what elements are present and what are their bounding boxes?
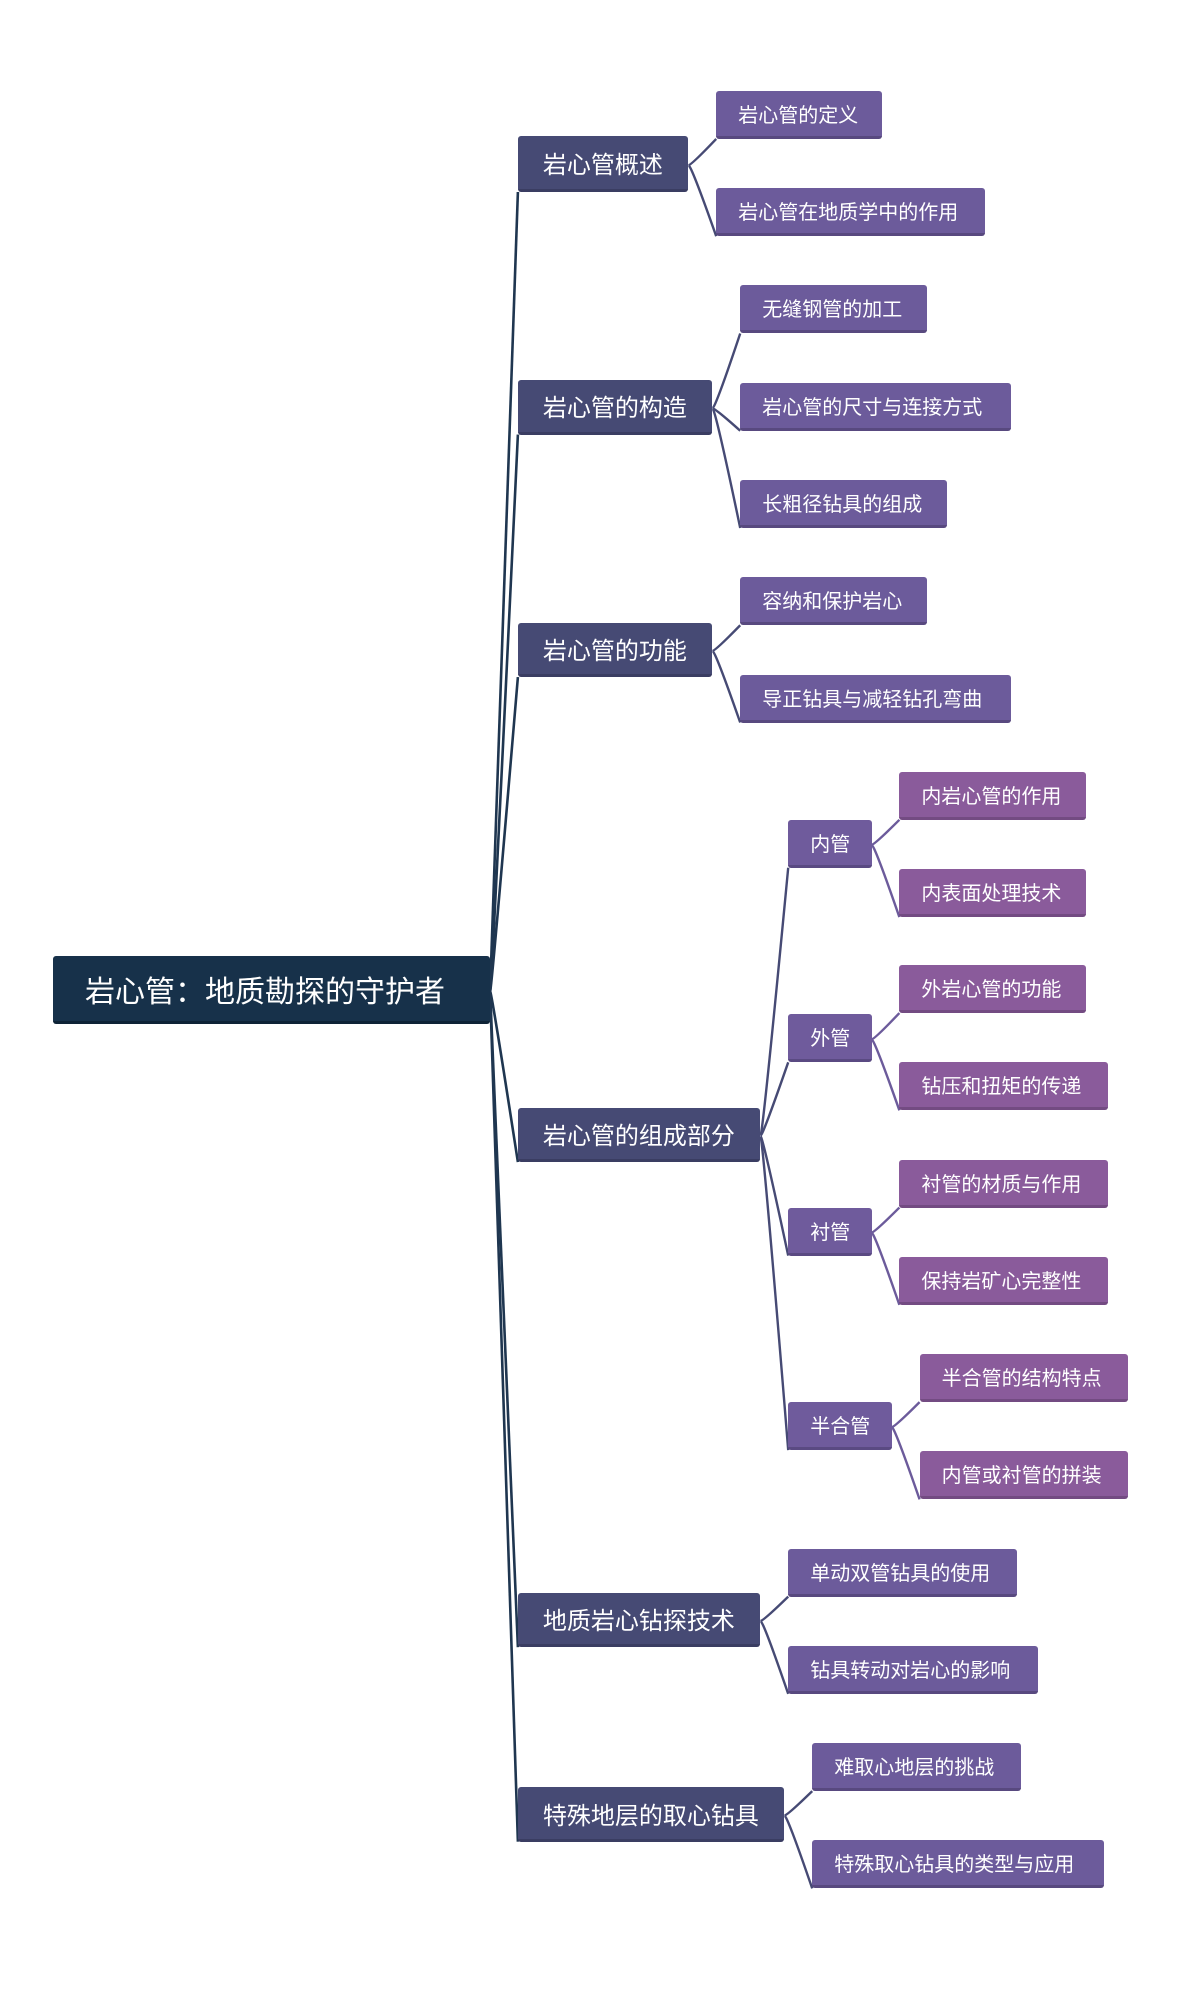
connector-b3c3-b3c3g1	[890, 1425, 921, 1500]
branch-node-structure[interactable]: 岩心管的构造	[517, 380, 713, 435]
branch-node-components[interactable]: 岩心管的组成部分	[517, 1107, 761, 1163]
connector-n-root-b5	[488, 990, 520, 1842]
connector-b3c2-b3c2g0	[871, 1206, 901, 1234]
leaf-node-torque-transfer[interactable]: 钻压和扭矩的传递	[899, 1062, 1108, 1111]
leaf-node-core-integrity[interactable]: 保持岩矿心完整性	[899, 1256, 1108, 1305]
connector-b3c3-b3c3g0	[891, 1401, 921, 1429]
leaf-node-challenges[interactable]: 难取心地层的挑战	[812, 1743, 1021, 1792]
connector-b4-b4c1	[759, 1619, 790, 1695]
sub-node-split-tube[interactable]: 半合管	[788, 1402, 892, 1451]
leaf-node-liner-material[interactable]: 衬管的材质与作用	[899, 1159, 1108, 1208]
connector-b0-b0c0	[687, 138, 718, 167]
connector-b3c0-b3c0g1	[870, 843, 901, 918]
connector-b3-b3c1	[759, 1061, 790, 1138]
leaf-node-double-tube[interactable]: 单动双管钻具的使用	[788, 1548, 1017, 1597]
connector-b3c1-b3c1g0	[871, 1012, 901, 1041]
leaf-node-surface-treatment[interactable]: 内表面处理技术	[899, 869, 1087, 918]
connector-b3c0-b3c0g0	[871, 818, 901, 846]
connector-b1-b1c0	[711, 333, 742, 410]
leaf-node-geology-role[interactable]: 岩心管在地质学中的作用	[716, 188, 986, 237]
leaf-node-assembly[interactable]: 内管或衬管的拼装	[919, 1451, 1128, 1500]
connector-b3c1-b3c1g1	[870, 1038, 901, 1111]
root-node[interactable]: 岩心管：地质勘探的守护者	[53, 956, 491, 1025]
connector-b4-b4c0	[760, 1595, 790, 1623]
connector-b2-b2c1	[711, 649, 742, 723]
connector-b0-b0c1	[687, 164, 718, 237]
connector-b3-b3c2	[759, 1134, 790, 1256]
sub-node-inner-tube[interactable]: 内管	[788, 819, 872, 868]
leaf-node-inner-tube-role[interactable]: 内岩心管的作用	[899, 771, 1087, 820]
branch-node-special-strata[interactable]: 特殊地层的取心钻具	[517, 1787, 785, 1842]
leaf-node-seamless-pipe[interactable]: 无缝钢管的加工	[740, 285, 928, 334]
connector-b3-b3c3	[759, 1134, 790, 1451]
leaf-node-guide-reduce-bend[interactable]: 导正钻具与减轻钻孔弯曲	[740, 674, 1011, 723]
sub-node-outer-tube[interactable]: 外管	[788, 1014, 872, 1063]
branch-node-drilling-tech[interactable]: 地质岩心钻探技术	[517, 1592, 761, 1648]
leaf-node-definition[interactable]: 岩心管的定义	[716, 90, 882, 139]
connector-b2-b2c0	[711, 624, 742, 653]
leaf-node-split-tube-features[interactable]: 半合管的结构特点	[919, 1354, 1128, 1403]
leaf-node-outer-tube-function[interactable]: 外岩心管的功能	[899, 965, 1087, 1014]
branch-node-overview[interactable]: 岩心管概述	[517, 136, 689, 192]
connector-b3c2-b3c2g1	[870, 1231, 901, 1306]
leaf-node-size-connection[interactable]: 岩心管的尺寸与连接方式	[740, 382, 1011, 431]
connector-b3-b3c0	[759, 867, 790, 1138]
branch-node-function[interactable]: 岩心管的功能	[517, 622, 713, 678]
connector-b5-b5c1	[783, 1814, 814, 1889]
connector-b1-b1c2	[711, 407, 742, 529]
leaf-node-tool-types[interactable]: 特殊取心钻具的类型与应用	[812, 1840, 1104, 1889]
connector-b5-b5c0	[784, 1790, 814, 1817]
connector-n-root-b2	[488, 676, 520, 993]
leaf-node-long-tool[interactable]: 长粗径钻具的组成	[740, 480, 948, 528]
leaf-node-rotation-effect[interactable]: 钻具转动对岩心的影响	[788, 1645, 1039, 1694]
connector-n-root-b0	[488, 191, 520, 993]
leaf-node-hold-protect[interactable]: 容纳和保护岩心	[740, 577, 928, 626]
sub-node-liner[interactable]: 衬管	[788, 1207, 872, 1256]
